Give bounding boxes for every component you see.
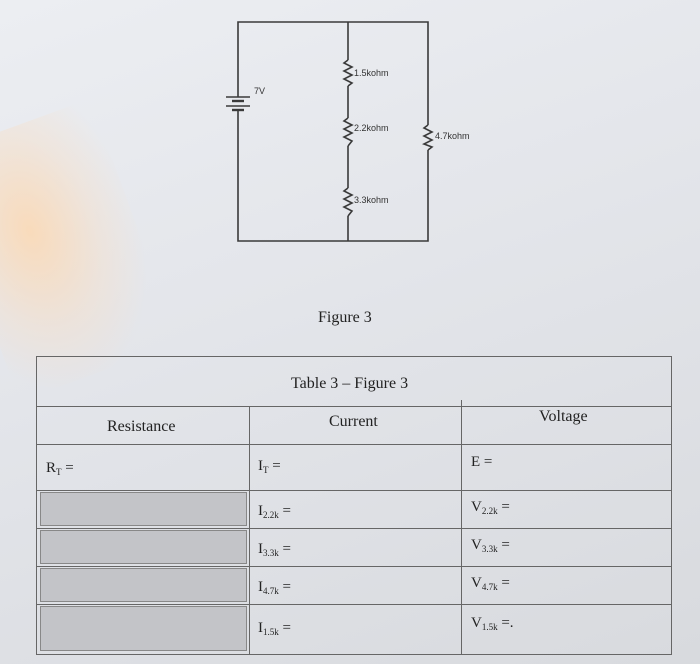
current-total-cell: IT =	[258, 458, 281, 475]
table-title: Table 3 – Figure 3	[291, 375, 409, 392]
cell-subscript: T	[56, 467, 62, 477]
resistor-4-7k-icon	[422, 124, 434, 151]
table-line	[36, 406, 672, 407]
cell-symbol: V	[471, 537, 482, 553]
table-line	[36, 444, 672, 445]
shaded-cell	[40, 606, 247, 651]
cell-equals: =	[497, 575, 510, 591]
shaded-cell	[40, 530, 247, 564]
cell-symbol: I	[258, 620, 263, 636]
cell-equals: =.	[497, 615, 514, 631]
resistor-3-3k-label: 3.3kohm	[354, 195, 389, 205]
voltage-source-cell: E =	[471, 454, 492, 471]
header-voltage: Voltage	[539, 408, 588, 425]
cell-equals: =	[497, 499, 510, 515]
table-line	[461, 400, 462, 655]
cell-subscript: 1.5k	[263, 627, 279, 637]
shaded-cell	[40, 492, 247, 526]
source-label: 7V	[254, 86, 265, 96]
cell-subscript: 4.7k	[481, 582, 498, 592]
current-1-5k-cell: I1.5k =	[258, 620, 291, 637]
figure-caption: Figure 3	[318, 309, 372, 326]
voltage-1-5k-cell: V1.5k =.	[471, 615, 514, 632]
cell-symbol: R	[46, 460, 57, 476]
table-line	[36, 566, 672, 567]
current-3-3k-cell: I3.3k =	[258, 541, 291, 558]
cell-symbol: V	[471, 575, 482, 591]
cell-subscript: 2.2k	[263, 510, 279, 520]
cell-symbol: I	[258, 503, 263, 519]
cell-equals: =	[480, 454, 493, 470]
resistor-3-3k-icon	[342, 187, 354, 217]
cell-equals: =	[278, 541, 291, 557]
wire-bottom	[237, 115, 429, 242]
cell-equals: =	[278, 503, 291, 519]
resistor-2-2k-label: 2.2kohm	[354, 123, 389, 133]
voltage-2-2k-cell: V2.2k =	[471, 499, 510, 516]
resistor-1-5k-label: 1.5kohm	[354, 68, 389, 78]
cell-subscript: 3.3k	[481, 544, 498, 554]
resistance-total-cell: RT =	[46, 460, 74, 477]
current-2-2k-cell: I2.2k =	[258, 503, 291, 520]
voltage-4-7k-cell: V4.7k =	[471, 575, 510, 592]
cell-equals: =	[268, 458, 281, 474]
cell-subscript: 2.2k	[481, 506, 498, 516]
results-table	[36, 356, 672, 655]
cell-equals: =	[61, 460, 74, 476]
cell-equals: =	[497, 537, 510, 553]
battery-icon	[226, 95, 250, 115]
cell-symbol: I	[258, 458, 263, 474]
resistor-1-5k-icon	[342, 59, 354, 87]
cell-subscript: T	[263, 465, 269, 475]
current-4-7k-cell: I4.7k =	[258, 579, 291, 596]
cell-symbol: E	[471, 454, 481, 470]
wire-top	[237, 21, 429, 125]
cell-subscript: 1.5k	[481, 622, 498, 632]
voltage-3-3k-cell: V3.3k =	[471, 537, 510, 554]
header-resistance: Resistance	[107, 418, 176, 435]
table-line	[36, 604, 672, 605]
cell-symbol: V	[471, 615, 482, 631]
cell-subscript: 3.3k	[263, 548, 279, 558]
cell-symbol: I	[258, 579, 263, 595]
resistor-2-2k-icon	[342, 117, 354, 147]
shaded-cell	[40, 568, 247, 602]
cell-subscript: 4.7k	[263, 586, 279, 596]
cell-equals: =	[278, 620, 291, 636]
resistor-4-7k-label: 4.7kohm	[435, 131, 470, 141]
cell-symbol: V	[471, 499, 482, 515]
cell-symbol: I	[258, 541, 263, 557]
table-line	[249, 406, 250, 655]
table-line	[36, 528, 672, 529]
header-current: Current	[329, 413, 378, 430]
table-line	[36, 490, 672, 491]
cell-equals: =	[278, 579, 291, 595]
